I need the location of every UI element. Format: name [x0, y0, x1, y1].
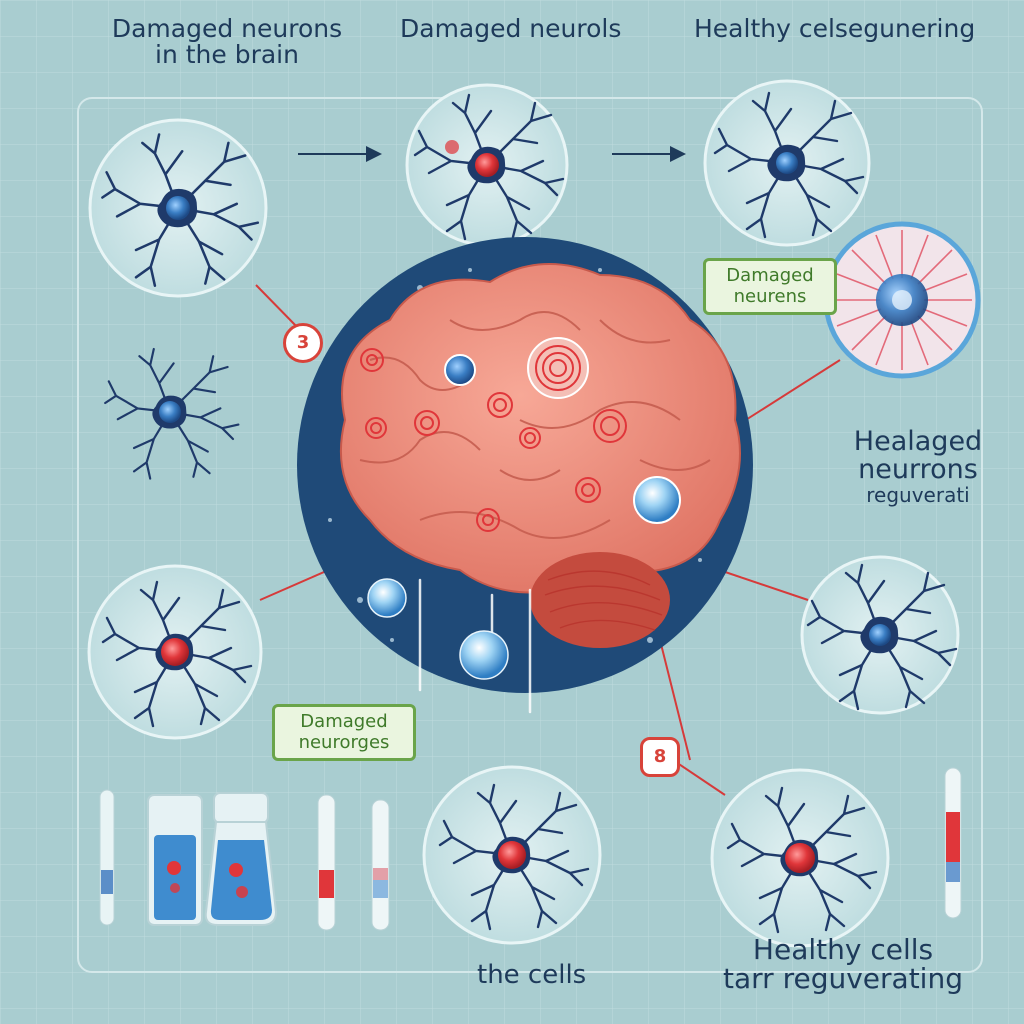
arrow-right-icon: [612, 146, 686, 162]
step-badge-3: 3: [283, 323, 323, 363]
neuron-cell-top-center: [405, 83, 569, 247]
neuron-cell-middle-right: [800, 555, 960, 715]
title-damaged-neurols: Damaged neurols: [400, 14, 622, 43]
label-line-2: neurorges: [298, 731, 390, 753]
neuron-cell-bottom-right: [710, 768, 890, 948]
label-damaged-neurons-right: Damaged neurens: [703, 258, 837, 316]
test-tube-icon: [99, 789, 115, 926]
label-line-1: Healthy cells: [752, 933, 934, 966]
neuron-floating-left: [104, 347, 240, 480]
test-tube-icon: [371, 799, 390, 931]
neuron-cell-bottom-center: [422, 765, 602, 945]
arrow-right-icon: [298, 146, 382, 162]
label-line-2: neurens: [733, 285, 807, 307]
neuron-cell-top-left: [88, 118, 268, 298]
label-line-1: Damaged: [300, 711, 388, 732]
label-healthy-cells-regenerating: Healthy cells tarr reguverating: [712, 935, 974, 994]
neuron-cell-middle-left: [87, 564, 263, 740]
title-healthy-cells: Healthy celsegunering: [694, 14, 976, 43]
label-line-2: neurrons: [858, 454, 978, 486]
title-line-2: in the brain: [155, 40, 299, 70]
label-damaged-neurons-left: Damaged neurorges: [272, 704, 416, 762]
label-the-cells: the cells: [477, 960, 587, 990]
label-healed-neurons: Healaged neurrons reguverati: [848, 426, 988, 507]
beaker-icon: [204, 792, 278, 926]
title-line-1: Damaged neurons: [111, 14, 343, 43]
beaker-icon: [147, 794, 203, 926]
test-tube-icon: [317, 794, 336, 931]
title-damaged-neurons-brain: Damaged neurons in the brain: [96, 14, 358, 70]
label-line-3: reguverati: [866, 482, 970, 507]
neuron-cell-top-right: [703, 79, 871, 247]
brain-icon: [297, 237, 753, 714]
label-line-1: Healaged: [853, 426, 983, 457]
test-tube-icon: [944, 767, 962, 919]
label-line-2: tarr reguverating: [723, 962, 963, 996]
label-line-1: Damaged: [726, 265, 814, 286]
step-badge-8: 8: [640, 737, 680, 777]
neuron-cell-zoomed: [823, 221, 981, 379]
